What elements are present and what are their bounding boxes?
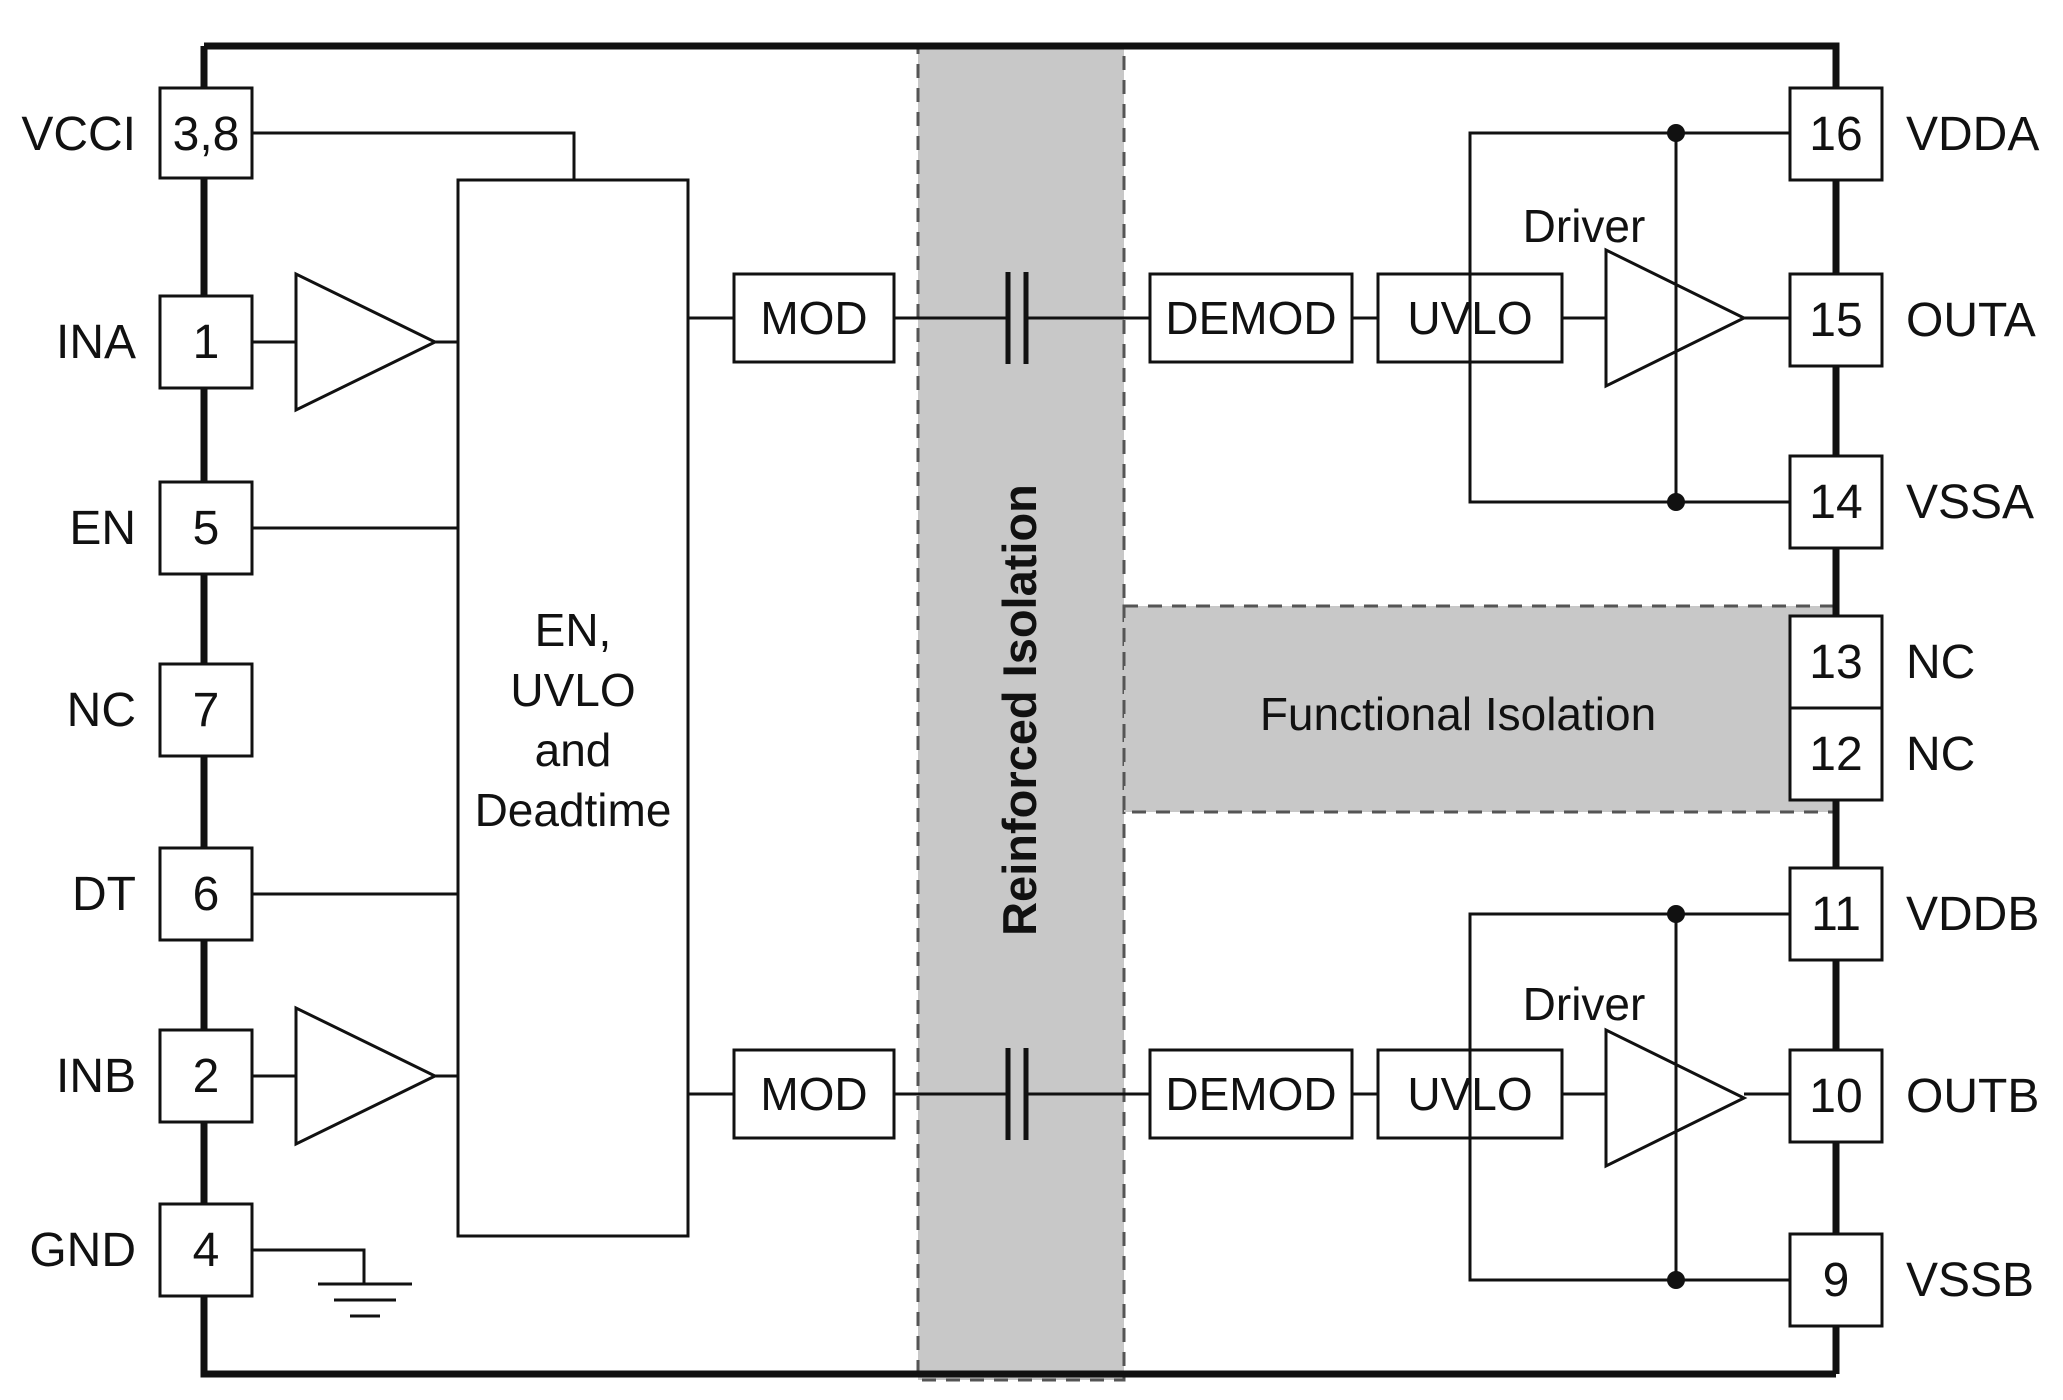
control-block [456,178,690,1238]
demod-b-label: DEMOD [1165,1068,1336,1120]
control-block-line-4: Deadtime [475,784,672,836]
reinforced-isolation-label: Reinforced Isolation [993,484,1046,936]
pin-number: 14 [1809,476,1862,529]
gnd-wire [252,1248,366,1284]
channel-b-supply-wires [1468,912,1790,1282]
pin-label: VDDB [1906,888,2039,941]
pin-label: VDDA [1906,108,2039,161]
junction-dot [1667,905,1685,923]
mod-b-label: MOD [760,1068,867,1120]
demod-a-box [1148,272,1354,364]
channel-a-supply-wires [1468,131,1790,504]
pin-number: 13 [1809,636,1862,689]
pin-dt: 6 DT [72,846,254,942]
control-block-line-2: UVLO [510,664,635,716]
pin-number: 7 [193,684,220,737]
pin-vssb: 9 VSSB [1788,1232,2034,1328]
pin-number: 3,8 [173,108,240,161]
pin-en: 5 EN [69,480,254,576]
pin-outa: 15 OUTA [1788,272,2036,368]
pin-label: VSSA [1906,476,2034,529]
demod-a-label: DEMOD [1165,292,1336,344]
pin-label: EN [69,502,136,555]
ground-symbol [318,1282,412,1318]
pin-vcci: 3,8 VCCI [21,86,254,180]
pin-ina: 1 INA [56,294,254,390]
driver-b-label: Driver [1523,978,1646,1030]
pin-label: NC [1906,728,1975,781]
pin-number: 9 [1823,1254,1850,1307]
pin-number: 1 [193,316,220,369]
pin-label: OUTA [1906,294,2036,347]
pin-number: 11 [1811,888,1861,941]
mod-b-box [732,1048,896,1140]
pin-label: GND [29,1224,136,1277]
pin-label: INA [56,316,136,369]
pin-nc-13: 13 NC [1788,614,1975,710]
pin-number: 6 [193,868,220,921]
pin-number: 12 [1809,728,1862,781]
pin-label: VCCI [21,108,136,161]
pin-label: INB [56,1050,136,1103]
pin-vddb: 11 VDDB [1788,866,2039,962]
junction-dot [1667,1271,1685,1289]
control-block-line-1: EN, [535,604,612,656]
functional-isolation-region [1122,604,1838,814]
pin-number: 10 [1809,1070,1862,1123]
pin-number: 16 [1809,108,1862,161]
junction-dot [1667,493,1685,511]
isolation-capacitor-b [1005,1048,1029,1140]
pin-label: NC [1906,636,1975,689]
isolation-capacitor-a [1005,272,1029,364]
control-block-line-3: and [535,724,612,776]
pin-outb: 10 OUTB [1788,1048,2039,1144]
reinforced-isolation-barrier [916,44,1126,1382]
vcci-wire [252,131,576,180]
inb-buffer-icon [294,1005,439,1147]
mod-a-box [732,272,896,364]
pin-label: VSSB [1906,1254,2034,1307]
demod-b-box [1148,1048,1354,1140]
pin-nc-7: 7 NC [67,662,254,758]
mod-a-label: MOD [760,292,867,344]
functional-isolation-label: Functional Isolation [1260,688,1656,740]
pin-label: OUTB [1906,1070,2039,1123]
pin-number: 15 [1809,294,1862,347]
pin-number: 5 [193,502,220,555]
pin-vssa: 14 VSSA [1788,454,2034,550]
pin-label: NC [67,684,136,737]
pin-number: 4 [193,1224,220,1277]
junction-dot [1667,124,1685,142]
pin-gnd: 4 GND [29,1202,254,1298]
driver-a-label: Driver [1523,200,1646,252]
pin-label: DT [72,868,136,921]
pin-inb: 2 INB [56,1028,254,1124]
ina-buffer-icon [294,271,439,413]
pin-vdda: 16 VDDA [1788,86,2039,182]
pin-number: 2 [193,1050,220,1103]
pin-nc-12: 12 NC [1788,706,1975,802]
